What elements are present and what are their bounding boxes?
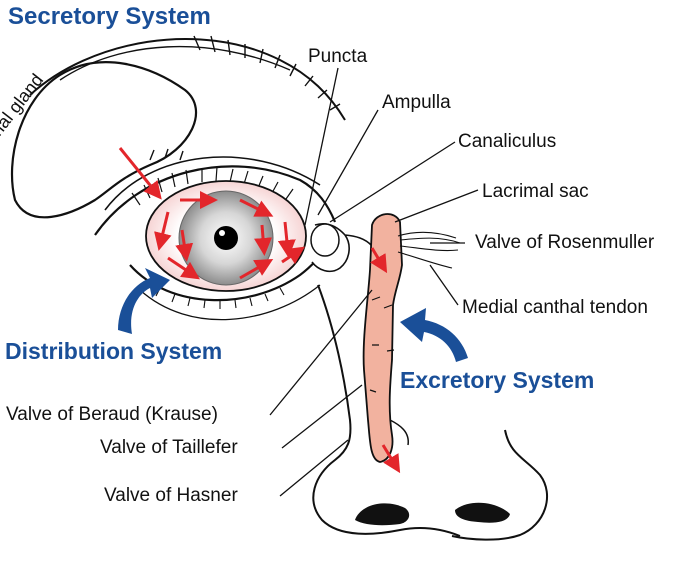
nose-bridge-fold (389, 419, 409, 446)
label-canaliculus: Canaliculus (458, 131, 557, 152)
label-valve-of-rosenmuller: Valve of Rosenmuller (475, 232, 655, 253)
label-medial-canthal-tendon: Medial canthal tendon (462, 297, 648, 318)
excretory-arrow (400, 308, 468, 362)
tear-flow-arrows (118, 147, 305, 280)
duct-valve-notches (369, 296, 395, 393)
excretory-system-title: Excretory System (400, 367, 595, 393)
nose-outline (312, 284, 549, 541)
duct-flow-arrows (370, 247, 401, 474)
distribution-system-title: Distribution System (5, 338, 223, 364)
eyebrow (29, 35, 346, 161)
pupil (214, 226, 238, 250)
system-arrows (118, 268, 468, 362)
leader-lines (269, 67, 479, 497)
nasolacrimal-duct (362, 213, 403, 463)
upper-lid-crease (104, 156, 321, 211)
label-valve-of-beraud: Valve of Beraud (Krause) (6, 404, 218, 425)
medial-canthal-tendon (397, 231, 461, 269)
label-valve-of-taillefer: Valve of Taillefer (100, 437, 238, 458)
label-puncta: Puncta (308, 46, 368, 67)
upper-eyelid (94, 165, 337, 236)
caruncle (310, 223, 340, 257)
distribution-arrow (118, 268, 170, 334)
label-valve-of-hasner: Valve of Hasner (104, 485, 238, 506)
pupil-highlight (219, 230, 225, 236)
lower-lid-fold (139, 284, 321, 321)
lacrimal-gland-shape (10, 61, 198, 219)
right-nostril (455, 502, 510, 523)
secretory-system-title: Secretory System (8, 3, 211, 30)
left-nostril (355, 503, 410, 526)
label-lacrimal-sac: Lacrimal sac (482, 181, 589, 202)
label-ampulla: Ampulla (382, 92, 451, 113)
